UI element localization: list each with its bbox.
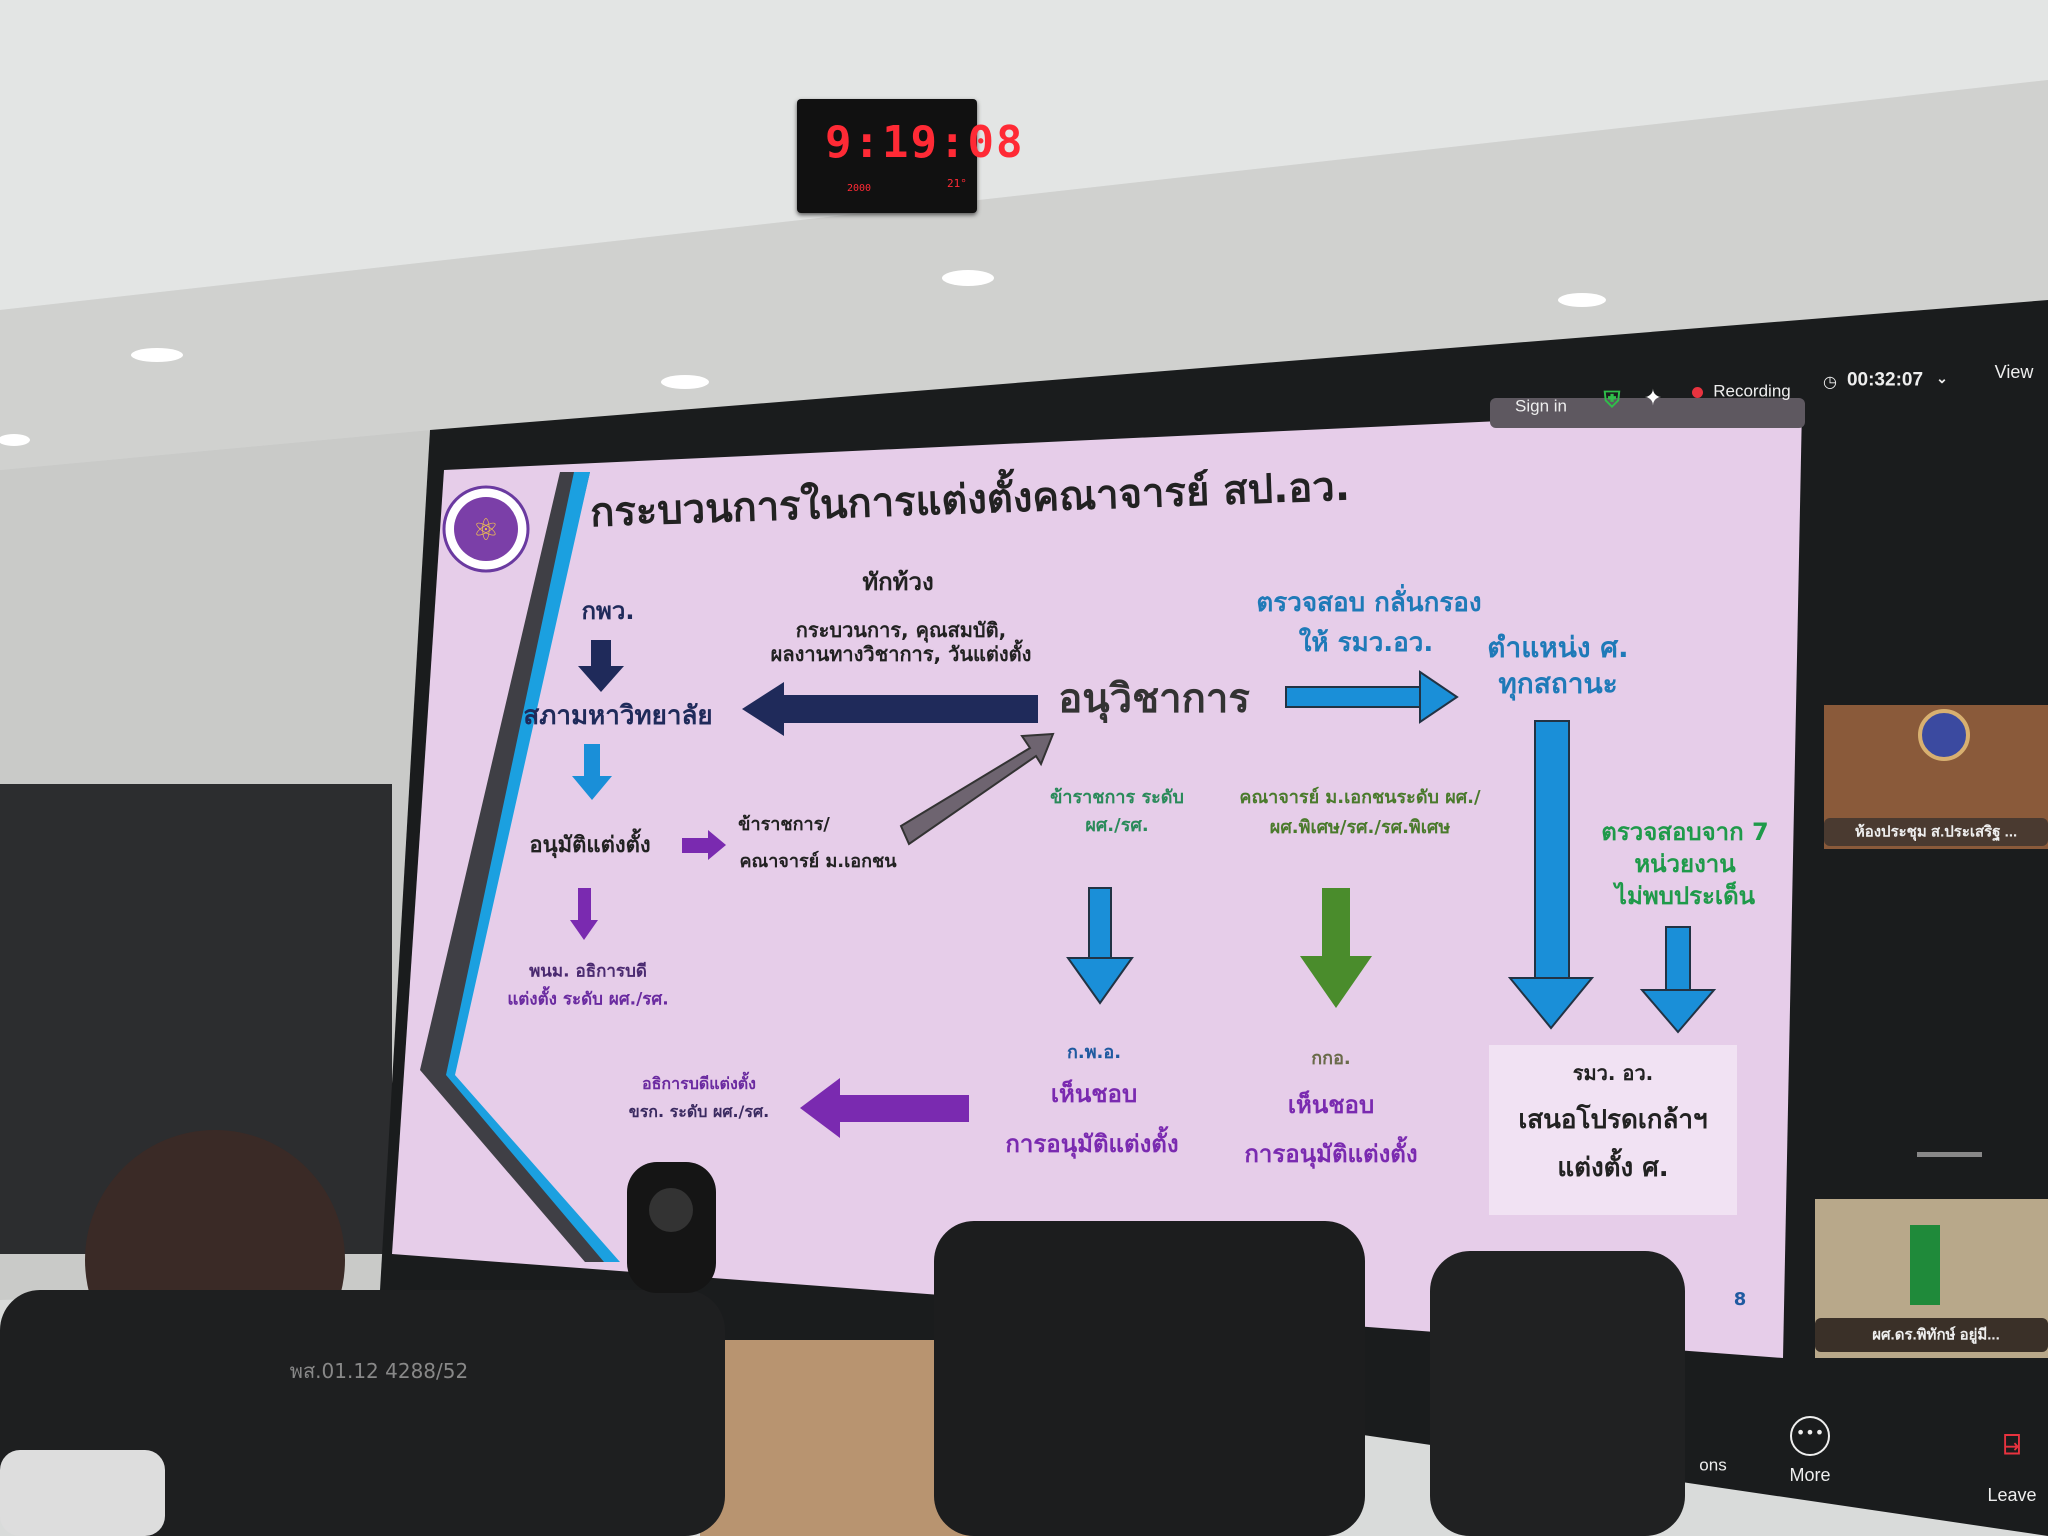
chair-label: พส.01.12 4288/52 bbox=[289, 1359, 469, 1383]
view-button[interactable]: View bbox=[1994, 362, 2034, 382]
arrow-check7-down bbox=[1639, 926, 1717, 1034]
arrow-screen-right bbox=[1285, 670, 1459, 724]
prof-line-2: ทุกสถานะ bbox=[1498, 667, 1618, 700]
pnm-line-1: พนม. อธิการบดี bbox=[529, 961, 647, 982]
ceiling-soffit bbox=[0, 80, 2048, 470]
leave-button[interactable]: Leave bbox=[1987, 1485, 2037, 1505]
node-subcommittee: อนุวิชาการ bbox=[1058, 676, 1250, 722]
timer-clock-icon: ◷ bbox=[1823, 374, 1837, 391]
check7-line-2: หน่วยงาน bbox=[1634, 850, 1736, 878]
shield-icon[interactable]: ⛨ bbox=[1603, 388, 1621, 413]
chair-right bbox=[1430, 1251, 1685, 1536]
panel-divider bbox=[1917, 1152, 1982, 1157]
recording-dot-icon bbox=[1692, 387, 1703, 398]
video-tile-2-name[interactable]: ผศ.ดร.พิทักษ์ อยู่มี... bbox=[1872, 1326, 2000, 1344]
arrow-council-down bbox=[572, 744, 612, 800]
wall-clock-year: 2000 bbox=[847, 183, 872, 194]
more-icon[interactable]: ••• bbox=[1790, 1416, 1830, 1456]
slide-logo-inner bbox=[454, 497, 518, 561]
arrow-subcommittee-left bbox=[742, 682, 1038, 736]
node-kpw: กพว. bbox=[581, 597, 635, 625]
civil-private-line-1: ข้าราชการ/ bbox=[738, 814, 830, 835]
slide-page-number: 8 bbox=[1733, 1289, 1747, 1310]
private-level-line-1: คณาจารย์ ม.เอกชนระดับ ผศ./ bbox=[1239, 787, 1481, 808]
elapsed-time[interactable]: 00:32:07 bbox=[1846, 369, 1924, 391]
minister-line-2: แต่งตั้ง ศ. bbox=[1557, 1153, 1669, 1183]
toolbar-partial-button[interactable]: ons bbox=[1699, 1455, 1727, 1475]
ceiling-light bbox=[661, 375, 709, 389]
arrow-kpo-left bbox=[800, 1078, 969, 1138]
chair-left bbox=[0, 1290, 725, 1536]
ceiling-light bbox=[1558, 293, 1606, 307]
arrow-approve-right bbox=[682, 830, 726, 860]
objection-line-2: ผลงานทางวิชาการ, วันแต่งตั้ง bbox=[770, 642, 1032, 666]
wall-clock-temp: 21° bbox=[947, 177, 967, 190]
node-approve: อนุมัติแต่งตั้ง bbox=[529, 833, 651, 858]
kpo-approve-line-2: การอนุมัติแต่งตั้ง bbox=[1005, 1130, 1179, 1158]
arrow-prof-down bbox=[1507, 720, 1595, 1030]
arrow-private-down bbox=[1300, 888, 1372, 1008]
private-level-line-2: ผศ.พิเศษ/รศ./รศ.พิเศษ bbox=[1269, 817, 1451, 838]
slide-logo-emblem: ⚛ bbox=[473, 513, 500, 548]
civil-level-line-1: ข้าราชการ ระดับ bbox=[1050, 787, 1184, 808]
wall-clock: 9:19:08 2000 21° bbox=[797, 99, 1022, 213]
screen-line-1: ตรวจสอบ กลั่นกรอง bbox=[1256, 588, 1482, 618]
node-council: สภามหาวิทยาลัย bbox=[523, 701, 713, 731]
kko-approve-line-2: การอนุมัติแต่งตั้ง bbox=[1244, 1140, 1418, 1168]
screen-line-2: ให้ รมว.อว. bbox=[1298, 628, 1434, 658]
president-line-2: ขรก. ระดับ ผศ./รศ. bbox=[628, 1102, 770, 1121]
civil-private-line-2: คณาจารย์ ม.เอกชน bbox=[739, 851, 897, 872]
civil-level-line-2: ผศ./รศ. bbox=[1085, 815, 1149, 836]
zoom-status-bar bbox=[1490, 398, 1805, 428]
arrow-kpw-down bbox=[578, 640, 624, 692]
ceiling-light bbox=[131, 348, 183, 362]
chair-middle bbox=[934, 1221, 1365, 1536]
kko-approve-line-1: เห็นชอบ bbox=[1287, 1091, 1375, 1119]
check7-line-3: ไม่พบประเด็น bbox=[1614, 882, 1756, 910]
video-tile-1-name[interactable]: ห้องประชุม ส.ประเสริฐ ... bbox=[1854, 823, 2018, 841]
sparkle-icon[interactable]: ✦ bbox=[1643, 386, 1663, 411]
arrow-civil-down bbox=[1066, 887, 1134, 1005]
kpo-approve-line-1: เห็นชอบ bbox=[1050, 1080, 1138, 1108]
check7-line-1: ตรวจสอบจาก 7 bbox=[1601, 818, 1769, 846]
recording-indicator[interactable]: Recording bbox=[1713, 381, 1791, 401]
sign-in-button[interactable]: Sign in bbox=[1515, 396, 1567, 416]
upper-wall bbox=[0, 0, 2048, 310]
ceiling-light bbox=[0, 434, 30, 446]
pnm-line-2: แต่งตั้ง ระดับ ผศ./รศ. bbox=[507, 989, 669, 1010]
objection-title: ทักท้วง bbox=[862, 568, 934, 596]
arrow-diagonal-up bbox=[899, 732, 1055, 846]
more-button[interactable]: More bbox=[1789, 1465, 1831, 1485]
node-minister: รมว. อว. bbox=[1572, 1061, 1654, 1085]
arrow-approve-down bbox=[570, 888, 598, 940]
slide-background bbox=[392, 407, 1802, 1358]
wall-clock-time: 9:19:08 bbox=[825, 117, 1025, 168]
person-shoulder bbox=[0, 1450, 165, 1536]
objection-line-1: กระบวนการ, คุณสมบัติ, bbox=[795, 618, 1007, 642]
leave-icon[interactable]: ⍈ bbox=[2003, 1428, 2021, 1461]
prof-line-1: ตำแหน่ง ศ. bbox=[1487, 631, 1629, 664]
node-kko: กกอ. bbox=[1311, 1048, 1351, 1069]
node-kpo: ก.พ.อ. bbox=[1066, 1042, 1122, 1063]
ceiling-light bbox=[942, 270, 994, 286]
minister-line-1: เสนอโปรดเกล้าฯ bbox=[1518, 1105, 1708, 1135]
minister-box bbox=[1489, 1045, 1737, 1215]
president-line-1: อธิการบดีแต่งตั้ง bbox=[642, 1074, 756, 1093]
chevron-down-icon[interactable]: ⌄ bbox=[1936, 370, 1948, 386]
